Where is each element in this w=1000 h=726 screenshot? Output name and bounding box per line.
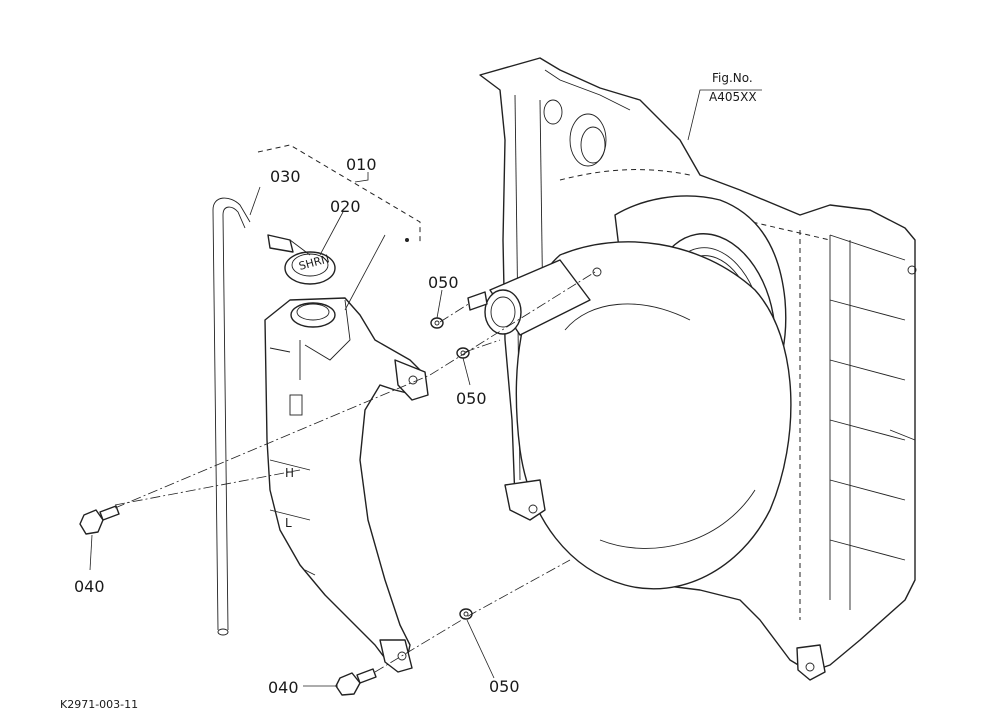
callout-040-left: 040 bbox=[74, 577, 105, 596]
overflow-hose bbox=[212, 197, 251, 636]
callout-050-bottom: 050 bbox=[489, 677, 520, 696]
drawing-code: K2971-003-11 bbox=[60, 698, 138, 711]
fan-shroud bbox=[467, 57, 917, 681]
tank-low-mark: L bbox=[285, 516, 292, 530]
tank-cap: SHRN bbox=[267, 234, 336, 285]
leader-lines bbox=[89, 89, 762, 687]
callout-010: 010 bbox=[346, 155, 377, 174]
bolt-bottom bbox=[335, 668, 377, 696]
bolt-left bbox=[79, 505, 120, 535]
washer-bottom bbox=[459, 608, 473, 620]
callout-050-top: 050 bbox=[428, 273, 459, 292]
figure-code-label: A405XX bbox=[709, 90, 757, 104]
callout-030: 030 bbox=[270, 167, 301, 186]
callout-020: 020 bbox=[330, 197, 361, 216]
callout-040-bottom: 040 bbox=[268, 678, 299, 697]
washer-top bbox=[430, 317, 444, 329]
reserve-tank: H L bbox=[264, 297, 429, 673]
figure-number-label: Fig.No. bbox=[712, 71, 753, 85]
tank-high-mark: H bbox=[285, 466, 294, 480]
callout-050-mid: 050 bbox=[456, 389, 487, 408]
assembly-bracket bbox=[257, 144, 421, 245]
washer-mid bbox=[456, 347, 470, 359]
